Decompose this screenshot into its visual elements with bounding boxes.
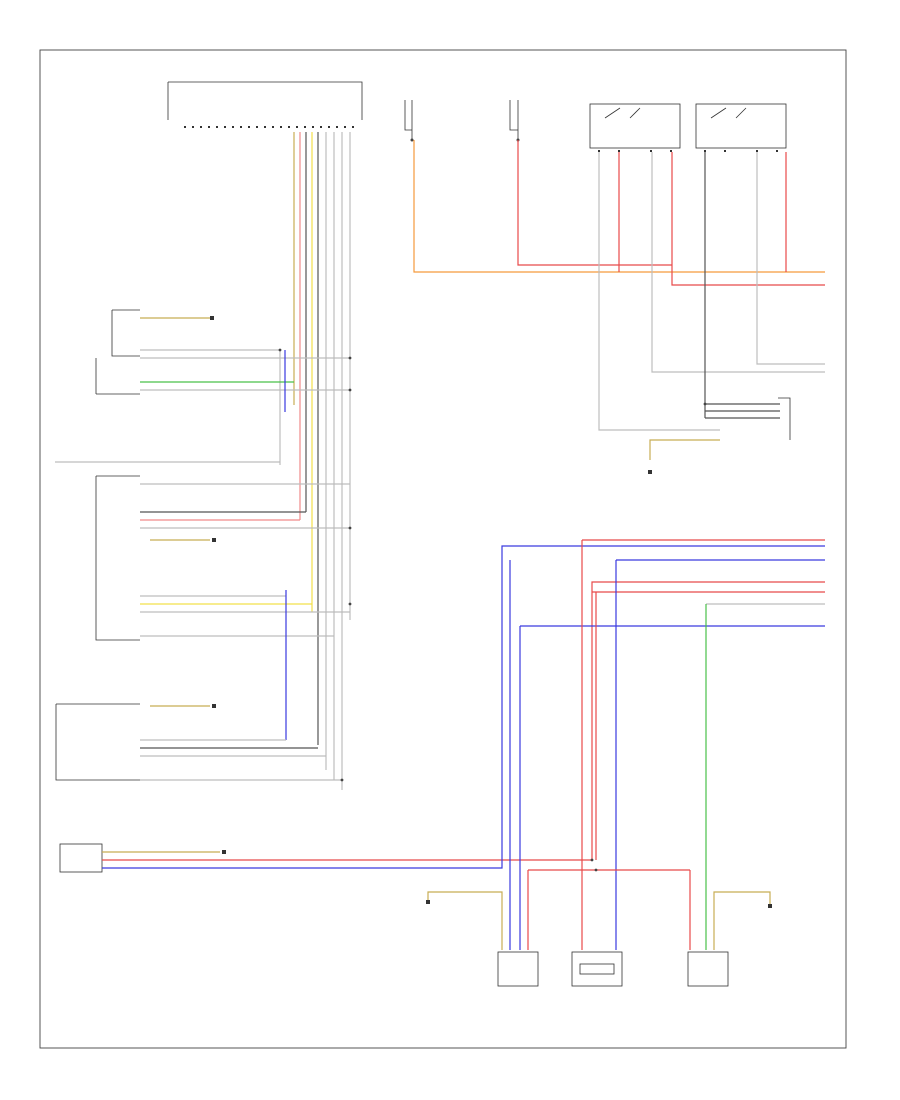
sensor-left [404,100,414,142]
driver-seat-group [95,475,350,740]
central-bus-wires [293,132,351,790]
seat-heater-connector [648,397,791,474]
ground-symbol-left [426,900,430,904]
bottom-drop-wires [427,540,771,950]
connector-dots [278,348,707,872]
ground-symbol-right [768,904,772,908]
top-power-wires [413,140,825,460]
bottom-box-3 [687,951,729,987]
sensor-right [509,100,520,142]
relay-a [589,103,681,152]
central-module-pins [184,126,354,128]
diagram-frame [39,49,847,1049]
bottom-left-module [59,545,825,873]
right-bus-wires [520,539,825,627]
bottom-box-1 [497,951,539,987]
relay-b [695,103,787,152]
central-control-module [167,81,363,128]
rear-left-seat-group [55,703,342,781]
bottom-box-2 [571,951,623,987]
